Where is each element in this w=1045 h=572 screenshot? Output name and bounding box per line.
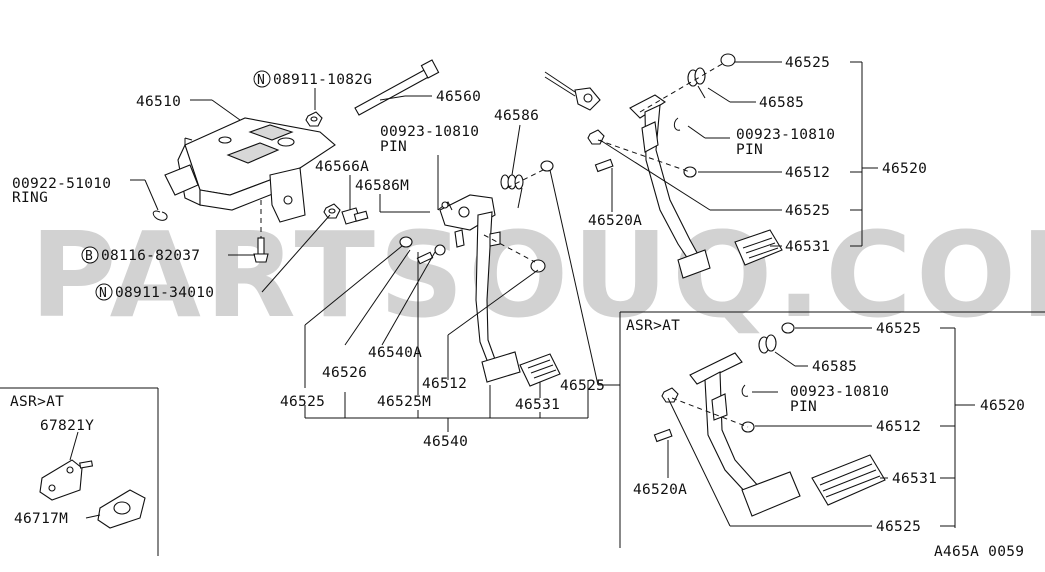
- label-46531-main: 46531: [515, 397, 560, 413]
- label-46540A: 46540A: [368, 345, 422, 361]
- label-08116-82037: 08116-82037: [101, 248, 200, 264]
- label-ring: RING: [12, 190, 48, 206]
- asr-at-left-frame: [0, 387, 159, 556]
- pedal-46520-asr-drawing: [653, 322, 886, 517]
- symbol-n-1: N: [257, 73, 265, 88]
- label-46526: 46526: [322, 365, 367, 381]
- figure-code: A465A 0059: [934, 544, 1024, 560]
- rod-cable-drawing: [544, 71, 601, 111]
- label-46512-br: 46512: [876, 419, 921, 435]
- label-46525-tr2: 46525: [785, 203, 830, 219]
- asr-at-right-frame: [619, 311, 1045, 548]
- label-46525-br1: 46525: [876, 321, 921, 337]
- label-asr-at-right: ASR>AT: [626, 318, 680, 334]
- label-46566A: 46566A: [315, 159, 369, 175]
- label-46512-main: 46512: [422, 376, 467, 392]
- symbol-b-circle: [81, 246, 99, 264]
- label-pin-br: PIN: [790, 399, 817, 415]
- label-08911-1082G: 08911-1082G: [273, 72, 372, 88]
- label-46540: 46540: [423, 434, 468, 450]
- label-00923-10810-main: 00923-10810: [380, 124, 479, 140]
- symbol-n-circle-1: [253, 70, 271, 88]
- label-46525-tr1: 46525: [785, 55, 830, 71]
- label-46717M: 46717M: [14, 511, 68, 527]
- label-00922-51010: 00922-51010: [12, 176, 111, 192]
- label-46512-tr: 46512: [785, 165, 830, 181]
- label-46525-br2: 46525: [876, 519, 921, 535]
- pedal-46540-drawing: [439, 194, 561, 387]
- pin-46586M-drawing: [437, 168, 453, 211]
- bracket-46510-drawing: [164, 117, 336, 223]
- label-pin-tr: PIN: [736, 142, 763, 158]
- label-46520A-tr: 46520A: [588, 213, 642, 229]
- label-46586: 46586: [494, 108, 539, 124]
- bolt-46520A-tr-drawing: [587, 129, 697, 178]
- bolt-08116-drawing: [253, 200, 269, 263]
- gasket-46717M-drawing: [97, 489, 146, 529]
- spring-46585-tr-drawing: [687, 53, 736, 99]
- symbol-b: B: [85, 249, 93, 264]
- watermark-text: PARTSOUQ.COM: [30, 206, 1045, 344]
- bolt-46540A-drawing: [416, 244, 446, 265]
- bushing-46525-mid-drawing: [399, 160, 554, 273]
- spring-46586-drawing: [500, 174, 524, 209]
- label-46586M: 46586M: [355, 178, 409, 194]
- ring-00922-drawing: [152, 210, 168, 221]
- label-46520-tr: 46520: [882, 161, 927, 177]
- label-46525M: 46525M: [377, 394, 431, 410]
- symbol-n-2: N: [99, 286, 107, 301]
- bolt-46560-drawing: [354, 59, 440, 116]
- label-00923-10810-br: 00923-10810: [790, 384, 889, 400]
- label-46520-br: 46520: [980, 398, 1025, 414]
- label-08911-34010: 08911-34010: [115, 285, 214, 301]
- label-46531-br: 46531: [892, 471, 937, 487]
- label-46525-left: 46525: [280, 394, 325, 410]
- label-46531-tr: 46531: [785, 239, 830, 255]
- label-00923-10810-tr: 00923-10810: [736, 127, 835, 143]
- label-46520A-br: 46520A: [633, 482, 687, 498]
- bracket-67821Y-drawing: [39, 459, 94, 501]
- nut-08911-1082G-drawing: [305, 111, 323, 127]
- label-pin-main: PIN: [380, 139, 407, 155]
- label-asr-at-left: ASR>AT: [10, 394, 64, 410]
- label-67821Y: 67821Y: [40, 418, 94, 434]
- label-46510: 46510: [136, 94, 181, 110]
- label-46560: 46560: [436, 89, 481, 105]
- nut-08911-34010-drawing: [323, 203, 341, 219]
- bolt-46566A-drawing: [341, 207, 369, 225]
- pin-tr-drawing: [673, 117, 681, 131]
- label-46525-mid: 46525: [560, 378, 605, 394]
- label-46585-tr: 46585: [759, 95, 804, 111]
- symbol-n-circle-2: [95, 283, 113, 301]
- leader-lines: [69, 61, 975, 528]
- label-46585-br: 46585: [812, 359, 857, 375]
- pedal-46520-drawing: [629, 94, 783, 279]
